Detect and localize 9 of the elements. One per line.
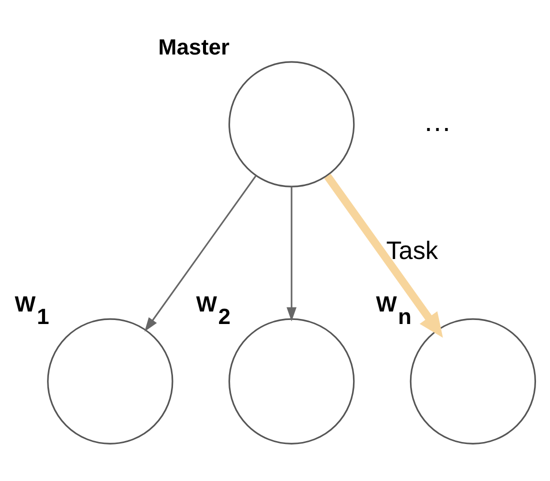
node-circle xyxy=(228,60,355,187)
node-circle xyxy=(228,318,355,444)
edge-label: Task xyxy=(386,236,438,264)
arrow xyxy=(144,175,256,332)
label: … xyxy=(423,106,452,138)
node-label: Master xyxy=(158,34,230,59)
node-circle xyxy=(410,318,536,444)
arrow xyxy=(286,186,297,321)
arrow xyxy=(324,173,443,338)
